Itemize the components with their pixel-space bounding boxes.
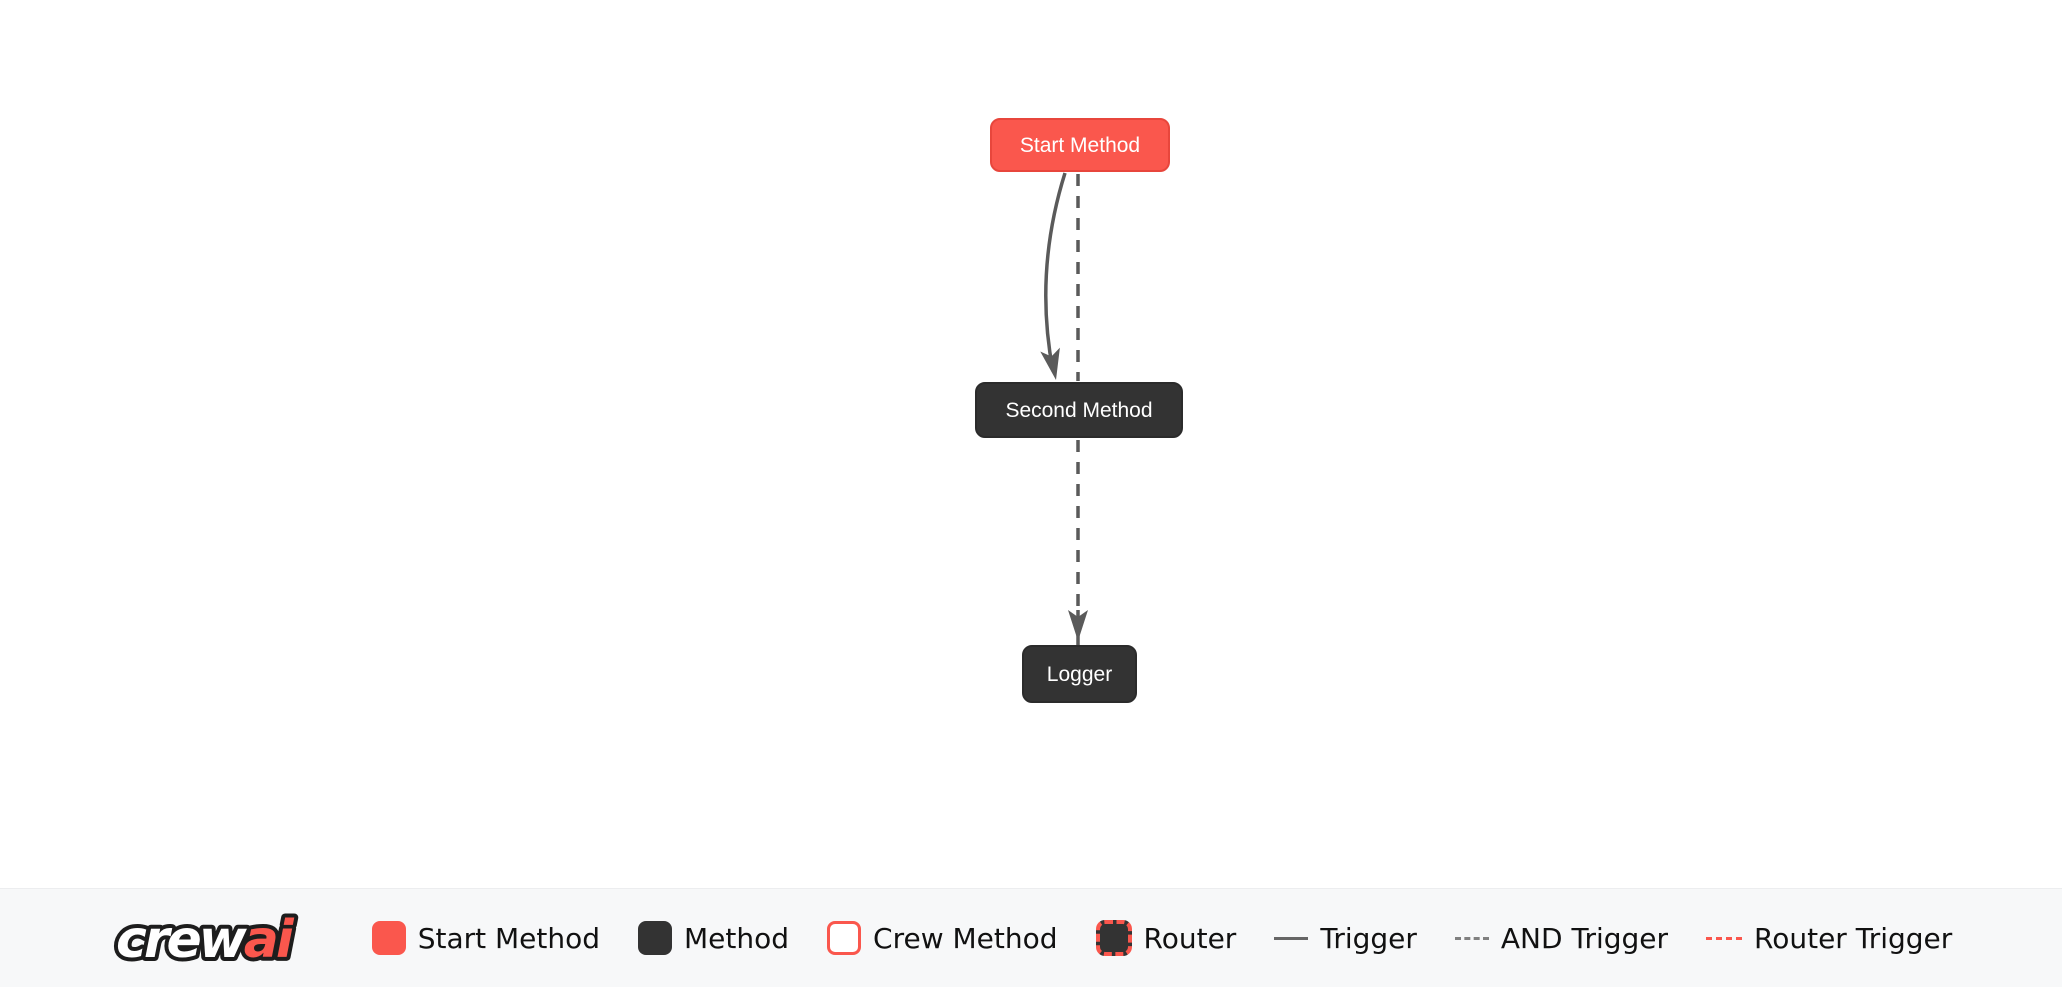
router-trigger-line-swatch [1706, 936, 1743, 940]
edge-trigger-arrowhead [1040, 347, 1060, 380]
node-label: Second Method [1005, 398, 1153, 422]
node-label: Logger [1046, 662, 1113, 686]
legend-label: Method [684, 921, 790, 955]
legend-label: Router [1143, 921, 1237, 955]
legend-label: Crew Method [873, 921, 1058, 955]
legend-item-method: Method [638, 921, 789, 955]
router-swatch [1095, 920, 1132, 956]
start-method-swatch [371, 921, 406, 955]
legend-item-router-trigger: Router Trigger [1706, 922, 1952, 955]
crew-method-swatch [827, 921, 862, 955]
legend-bar: crewai crewai Start Method Method Crew M… [0, 888, 2062, 987]
legend-item-and-trigger: AND Trigger [1454, 921, 1669, 955]
node-second-method[interactable]: Second Method [975, 382, 1183, 438]
flow-edges-layer [1040, 172, 1088, 645]
node-start-method[interactable]: Start Method [990, 118, 1170, 172]
and-trigger-line-swatch [1454, 936, 1489, 940]
legend-label: AND Trigger [1500, 921, 1669, 955]
legend-item-router: Router [1095, 920, 1237, 956]
node-label: Start Method [1019, 133, 1141, 157]
legend-item-crew-method: Crew Method [827, 921, 1058, 955]
legend-item-trigger: Trigger [1274, 922, 1417, 955]
legend-label: Trigger [1320, 921, 1417, 955]
edge-and-trigger-arrowhead [1068, 610, 1088, 641]
crewai-logo: crewai crewai [110, 901, 307, 975]
svg-text:crewai: crewai [116, 910, 295, 970]
legend-item-start-method: Start Method [371, 921, 601, 955]
legend-label: Start Method [417, 921, 601, 955]
method-swatch [638, 921, 673, 955]
node-logger[interactable]: Logger [1022, 645, 1137, 703]
edge-trigger-start-to-second [1044, 172, 1067, 372]
legend-label: Router Trigger [1754, 921, 1953, 955]
flow-canvas[interactable]: Start Method Second Method Logger [0, 0, 2062, 888]
trigger-line-swatch [1274, 936, 1309, 940]
